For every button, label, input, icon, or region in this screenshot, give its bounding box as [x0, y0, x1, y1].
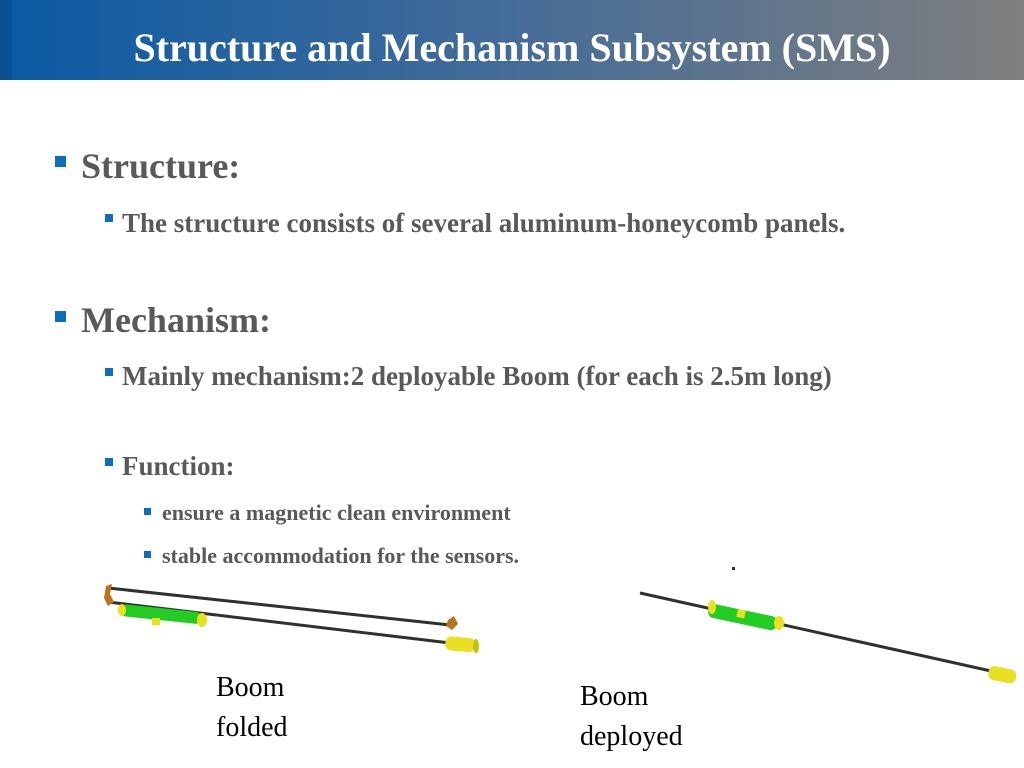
- bullet-marker: [105, 368, 113, 376]
- function-item: ensure a magnetic clean environment: [162, 500, 511, 525]
- caption-line: folded: [216, 712, 288, 743]
- slide-title: Structure and Mechanism Subsystem (SMS): [133, 25, 891, 70]
- title-bar: Structure and Mechanism Subsystem (SMS): [0, 0, 1024, 80]
- structure-heading: Structure:: [81, 146, 241, 186]
- bullet-marker: [105, 458, 113, 466]
- boom-deployed-caption: Boom deployed: [580, 677, 683, 757]
- boom-deployed-figure: [639, 567, 1017, 684]
- boom-folded-figure: [104, 584, 479, 653]
- function-item: stable accommodation for the sensors.: [162, 543, 520, 568]
- caption-line: deployed: [580, 721, 683, 752]
- structure-detail: The structure consists of several alumin…: [122, 208, 846, 238]
- bullet-marker: [55, 156, 66, 167]
- mechanism-main: Mainly mechanism:2 deployable Boom (for …: [122, 361, 832, 391]
- bullet-marker: [144, 551, 151, 558]
- caption-line: Boom: [580, 681, 649, 712]
- caption-line: Boom: [216, 672, 285, 703]
- boom-folded-caption: Boom folded: [216, 668, 288, 748]
- function-heading: Function:: [122, 451, 235, 481]
- bullet-marker: [55, 311, 66, 322]
- bullet-marker: [105, 214, 113, 222]
- bullet-marker: [144, 508, 151, 515]
- mechanism-heading: Mechanism:: [81, 300, 271, 340]
